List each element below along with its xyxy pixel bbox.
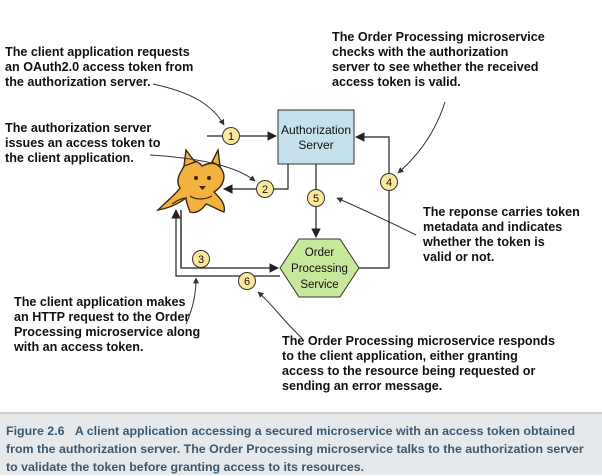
annotation-line: access to the resource being requested o… bbox=[282, 364, 536, 378]
annotation-line: The Order Processing microservice bbox=[332, 30, 545, 44]
client-application-icon bbox=[155, 147, 226, 214]
authorization-server-node: Authorization Server bbox=[277, 109, 355, 165]
annotation-line: sending an error message. bbox=[282, 379, 443, 393]
annotation-line: whether the token is bbox=[423, 235, 545, 249]
connector-step-2 bbox=[223, 164, 289, 194]
pointer-a6 bbox=[257, 291, 303, 339]
authorization-server-label-line-2: Server bbox=[298, 138, 333, 152]
annotation-step-6: The Order Processing microservice respon… bbox=[282, 334, 555, 394]
caption-label: Figure 2.6 bbox=[6, 424, 65, 438]
service-label-line-3: Service bbox=[300, 279, 338, 291]
annotation-line: an HTTP request to the Order bbox=[14, 310, 190, 324]
annotation-line: the authorization server. bbox=[5, 75, 151, 89]
step-number: 1 bbox=[228, 131, 234, 143]
pointer-a1 bbox=[152, 83, 225, 126]
diagram-canvas: Authorization Server Order Processing Se… bbox=[149, 83, 446, 339]
step-number: 6 bbox=[244, 276, 250, 288]
pointer-a3 bbox=[185, 277, 199, 325]
annotation-line: to the client application, either granti… bbox=[282, 349, 518, 363]
annotation-line: with an access token. bbox=[14, 340, 144, 354]
step-marker-6: 6 bbox=[238, 272, 256, 290]
step-number: 2 bbox=[262, 184, 268, 196]
pointer-a4 bbox=[397, 101, 446, 174]
figure-caption: Figure 2.6 A client application accessin… bbox=[6, 422, 596, 476]
annotation-line: checks with the authorization bbox=[332, 45, 509, 59]
pointer-a2 bbox=[149, 154, 256, 182]
annotation-line: an OAuth2.0 access token from bbox=[5, 60, 194, 74]
authorization-server-label-line-1: Authorization bbox=[281, 123, 351, 137]
step-marker-1: 1 bbox=[222, 127, 240, 145]
step-markers: 1 2 3 4 5 6 bbox=[192, 127, 398, 290]
annotation-line: The Order Processing microservice respon… bbox=[282, 334, 555, 348]
annotation-line: the client application. bbox=[5, 151, 134, 165]
annotation-line: metadata and indicates bbox=[423, 220, 563, 234]
annotation-line: access token is valid. bbox=[332, 75, 461, 89]
step-number: 5 bbox=[313, 193, 319, 205]
annotation-line: The client application makes bbox=[14, 295, 186, 309]
step-marker-5: 5 bbox=[307, 189, 325, 207]
annotation-pointers bbox=[149, 83, 446, 339]
step-marker-4: 4 bbox=[380, 173, 398, 191]
figure-caption-box: Figure 2.6 A client application accessin… bbox=[0, 412, 602, 475]
pointer-a5 bbox=[336, 197, 417, 236]
step-number: 4 bbox=[386, 177, 392, 189]
diagram: Authorization Server Order Processing Se… bbox=[5, 30, 580, 394]
connector-step-4 bbox=[355, 132, 390, 269]
step-marker-3: 3 bbox=[192, 250, 210, 268]
step-marker-2: 2 bbox=[256, 180, 274, 198]
step-number: 3 bbox=[198, 254, 204, 266]
annotation-line: The authorization server bbox=[5, 121, 152, 135]
service-label-line-2: Processing bbox=[291, 263, 348, 275]
annotation-line: issues an access token to bbox=[5, 136, 161, 150]
annotation-line: Processing microservice along bbox=[14, 325, 201, 339]
caption-text: A client application accessing a secured… bbox=[6, 424, 584, 474]
annotation-line: server to see whether the received bbox=[332, 60, 539, 74]
service-label-line-1: Order bbox=[305, 247, 335, 259]
order-processing-service-node: Order Processing Service bbox=[279, 238, 360, 298]
annotation-line: valid or not. bbox=[423, 250, 495, 264]
connector-step-6 bbox=[171, 209, 280, 277]
annotation-line: The reponse carries token bbox=[423, 205, 580, 219]
annotation-line: The client application requests bbox=[5, 45, 190, 59]
